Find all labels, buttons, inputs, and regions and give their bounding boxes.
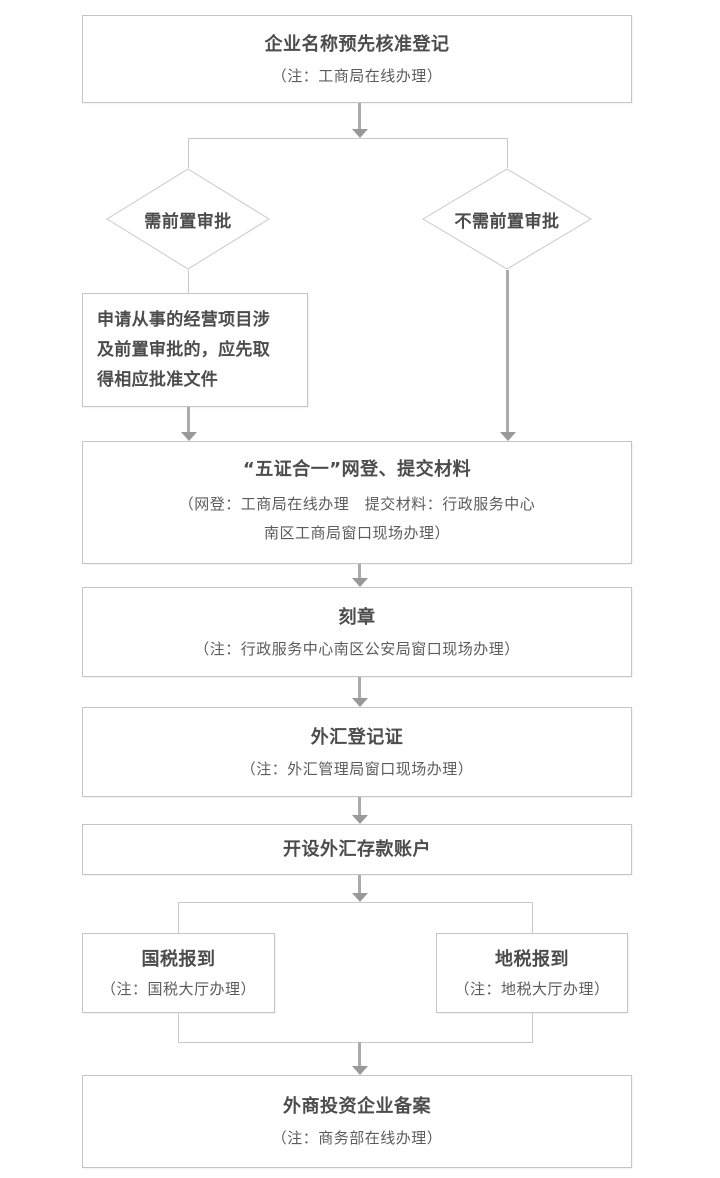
national-tax-box: 国税报到 （注：国税大厅办理） xyxy=(82,933,275,1013)
connector-registration-to-seal xyxy=(358,564,361,578)
local-tax-box-title: 地税报到 xyxy=(495,948,569,970)
seal-box-note: （注：行政服务中心南区公安局窗口现场办理） xyxy=(194,639,520,658)
decision-need-preapproval: 需前置审批 xyxy=(106,168,270,270)
diamond-shape xyxy=(422,168,592,270)
arrow-down-icon xyxy=(181,432,197,441)
branch-stub-right xyxy=(507,138,508,168)
registration-box-note-line2: 南区工商局窗口现场办理） xyxy=(263,524,450,542)
preapproval-box: 申请从事的经营项目涉及前置审批的，应先取得相应批准文件 xyxy=(82,293,308,407)
tax-split-stub-right xyxy=(532,902,533,933)
tax-split-line xyxy=(178,902,533,903)
arrow-down-icon xyxy=(352,578,368,587)
connector-account-to-taxsplit xyxy=(358,875,361,893)
decision-no-preapproval-label: 不需前置审批 xyxy=(454,211,560,232)
tax-merge-stub-right xyxy=(532,1013,533,1042)
connector-diamond-to-preapproval xyxy=(188,270,189,293)
arrow-down-icon xyxy=(500,432,516,441)
forex-cert-box-note: （注：外汇管理局窗口现场办理） xyxy=(240,759,474,778)
start-box-note: （注：工商局在线办理） xyxy=(271,66,443,85)
filing-box: 外商投资企业备案 （注：商务部在线办理） xyxy=(82,1075,632,1168)
branch-split-line xyxy=(188,138,508,139)
forex-account-box: 开设外汇存款账户 xyxy=(82,824,632,875)
arrow-down-icon xyxy=(352,1066,368,1075)
arrow-down-icon xyxy=(352,893,368,902)
tax-split-stub-left xyxy=(178,902,179,933)
connector-forexcert-to-account xyxy=(358,797,361,815)
forex-account-box-title: 开设外汇存款账户 xyxy=(283,839,431,860)
start-box-title: 企业名称预先核准登记 xyxy=(264,33,450,55)
connector-merge-to-filing xyxy=(358,1042,361,1066)
seal-box: 刻章 （注：行政服务中心南区公安局窗口现场办理） xyxy=(82,587,632,677)
connector-start-to-branch xyxy=(358,103,361,129)
local-tax-box: 地税报到 （注：地税大厅办理） xyxy=(436,933,628,1013)
arrow-down-icon xyxy=(352,129,368,138)
registration-box-note-line1: （网登：工商局在线办理 提交材料：行政服务中心 xyxy=(178,495,536,513)
connector-no-preapproval-to-registration xyxy=(506,270,509,432)
arrow-down-icon xyxy=(352,698,368,707)
decision-no-preapproval: 不需前置审批 xyxy=(422,168,592,270)
registration-box: “五证合一”网登、提交材料 （网登：工商局在线办理 提交材料：行政服务中心 南区… xyxy=(82,441,632,564)
preapproval-box-text: 申请从事的经营项目涉及前置审批的，应先取得相应批准文件 xyxy=(97,310,270,390)
connector-seal-to-forexcert xyxy=(358,677,361,698)
filing-box-title: 外商投资企业备案 xyxy=(283,1096,431,1117)
seal-box-title: 刻章 xyxy=(338,606,376,628)
registration-box-title: “五证合一”网登、提交材料 xyxy=(242,459,472,480)
branch-stub-left xyxy=(188,138,189,168)
national-tax-box-note: （注：国税大厅办理） xyxy=(100,979,256,998)
start-box: 企业名称预先核准登记 （注：工商局在线办理） xyxy=(82,15,632,103)
tax-merge-stub-left xyxy=(178,1013,179,1042)
national-tax-box-title: 国税报到 xyxy=(141,948,216,970)
arrow-down-icon xyxy=(352,815,368,824)
filing-box-note: （注：商务部在线办理） xyxy=(271,1129,443,1147)
forex-cert-box-title: 外汇登记证 xyxy=(310,726,404,748)
decision-need-preapproval-label: 需前置审批 xyxy=(144,211,232,232)
connector-preapproval-to-registration xyxy=(187,407,190,432)
diamond-shape xyxy=(106,168,270,270)
tax-merge-line xyxy=(178,1042,533,1043)
forex-cert-box: 外汇登记证 （注：外汇管理局窗口现场办理） xyxy=(82,707,632,797)
local-tax-box-note: （注：地税大厅办理） xyxy=(454,979,610,998)
